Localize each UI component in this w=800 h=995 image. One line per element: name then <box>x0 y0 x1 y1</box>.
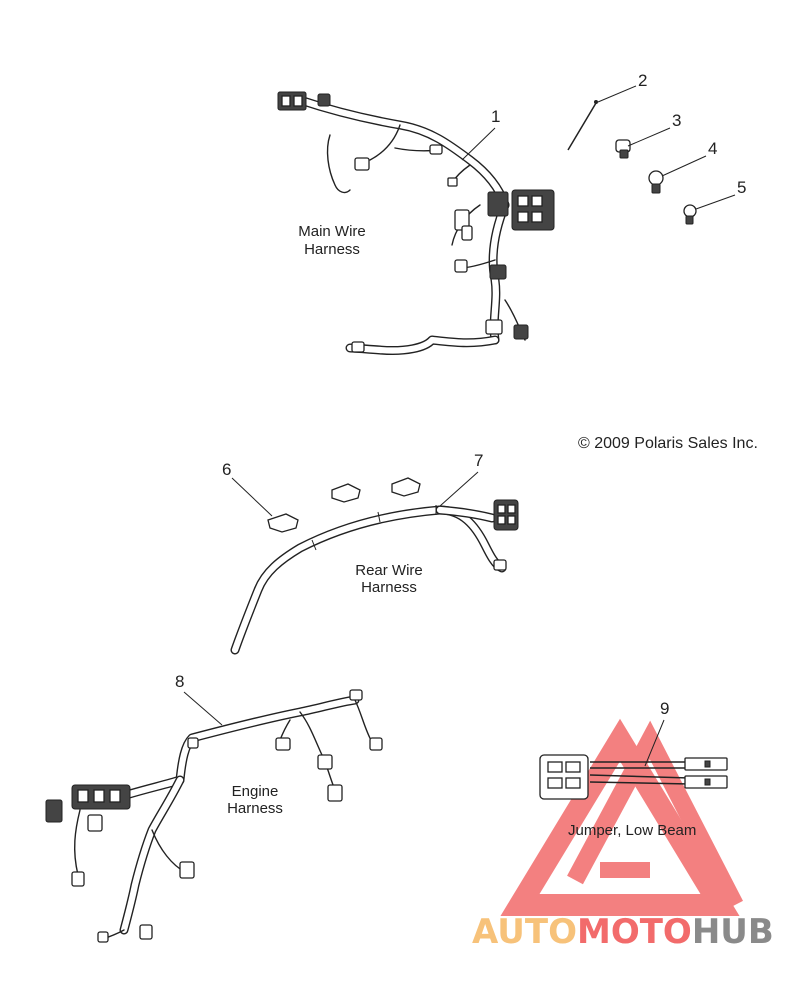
caption-main-wire-harness-line1: Main Wire <box>298 223 366 240</box>
watermark-logo: AUTOMOTOHUB <box>472 912 774 952</box>
clamp-part-5 <box>683 204 697 225</box>
copyright-text: © 2009 Polaris Sales Inc. <box>578 435 758 452</box>
callout-3: 3 <box>672 111 681 130</box>
caption-main-wire-harness-line2: Harness <box>304 241 360 258</box>
jumper-connector <box>539 754 589 800</box>
caption-rear-wire-harness-line2: Harness <box>361 579 417 596</box>
callout-7: 7 <box>474 451 483 470</box>
svg-text:AUTOMOTOHUB: AUTOMOTOHUB <box>472 912 774 952</box>
watermark-word-moto: MOTO <box>577 912 692 952</box>
main-wire-harness <box>277 91 555 355</box>
caption-engine-harness-line2: Harness <box>227 800 283 817</box>
callout-4: 4 <box>708 139 717 158</box>
callout-6: 6 <box>222 460 231 479</box>
jumper-low-beam <box>539 754 728 800</box>
engine-harness <box>45 689 383 943</box>
clip-part-3 <box>615 139 631 159</box>
callout-5: 5 <box>737 178 746 197</box>
clamp-part-4 <box>648 170 664 194</box>
watermark-word-auto: AUTO <box>472 912 577 952</box>
cable-tie-part-2 <box>567 100 598 151</box>
rear-wire-harness <box>230 499 519 655</box>
callout-2: 2 <box>638 71 647 90</box>
harness-clip-part-6 <box>267 477 421 533</box>
callout-9: 9 <box>660 699 669 718</box>
caption-jumper-low-beam: Jumper, Low Beam <box>568 822 696 839</box>
watermark-logo-graphic <box>500 718 744 916</box>
callout-8: 8 <box>175 672 184 691</box>
callout-1: 1 <box>491 107 500 126</box>
watermark-word-hub: HUB <box>692 912 774 952</box>
caption-engine-harness-line1: Engine <box>232 783 279 800</box>
caption-rear-wire-harness-line1: Rear Wire <box>355 562 423 579</box>
